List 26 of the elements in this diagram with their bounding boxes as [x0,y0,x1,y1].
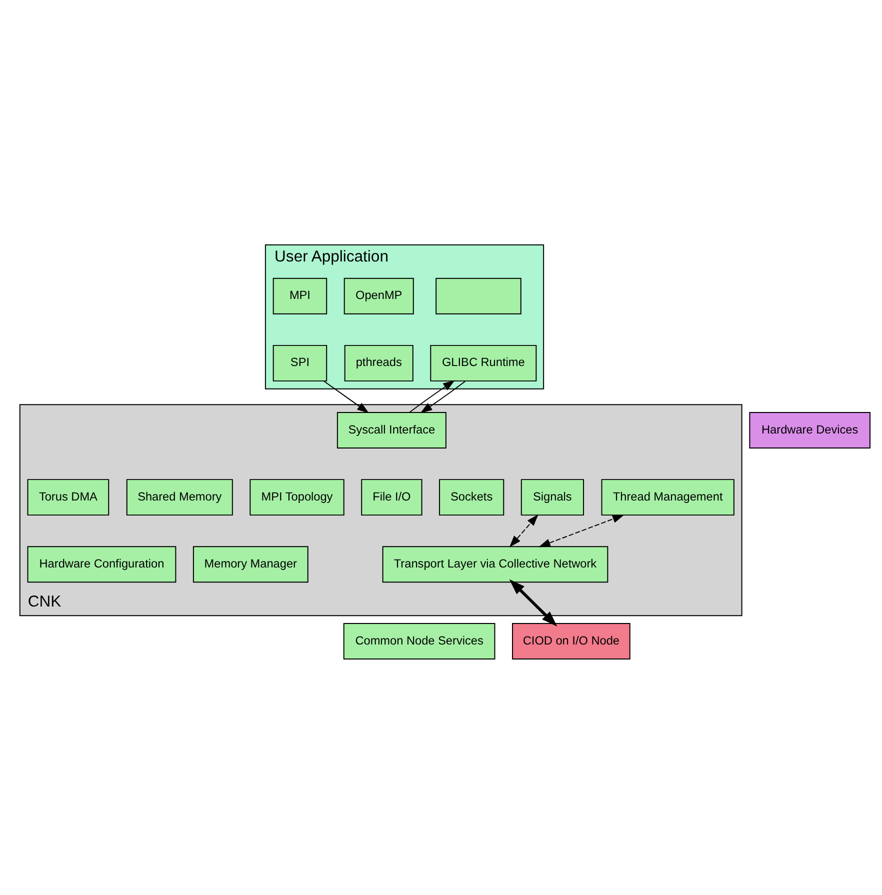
node-box [436,277,522,314]
node-box: Memory Manager [192,546,308,582]
arrow [324,380,369,413]
node-box: Syscall Interface [336,412,446,448]
node-box: pthreads [344,344,414,381]
node-box: Hardware Devices [749,412,870,448]
node-box: MPI [272,277,328,314]
node-box: Thread Management [601,478,734,516]
node-box: SPI [272,344,328,381]
node-box: MPI Topology [250,478,344,516]
arrow [509,578,558,626]
node-box: Torus DMA [27,478,110,516]
node-box: GLIBC Runtime [430,344,537,381]
node-box: File I/O [361,478,422,516]
node-box: Shared Memory [126,478,233,516]
arrow [420,380,466,413]
arrow [409,380,455,412]
node-box: CIOD on I/O Node [512,622,630,660]
node-box: Transport Layer via Collective Network [382,546,608,582]
node-box: Signals [520,478,584,516]
arrow [538,514,624,547]
node-box: Common Node Services [343,622,496,660]
node-box: Sockets [439,478,504,516]
arrow [509,514,538,547]
node-box: Hardware Configuration [27,546,176,582]
node-box: OpenMP [344,277,414,314]
